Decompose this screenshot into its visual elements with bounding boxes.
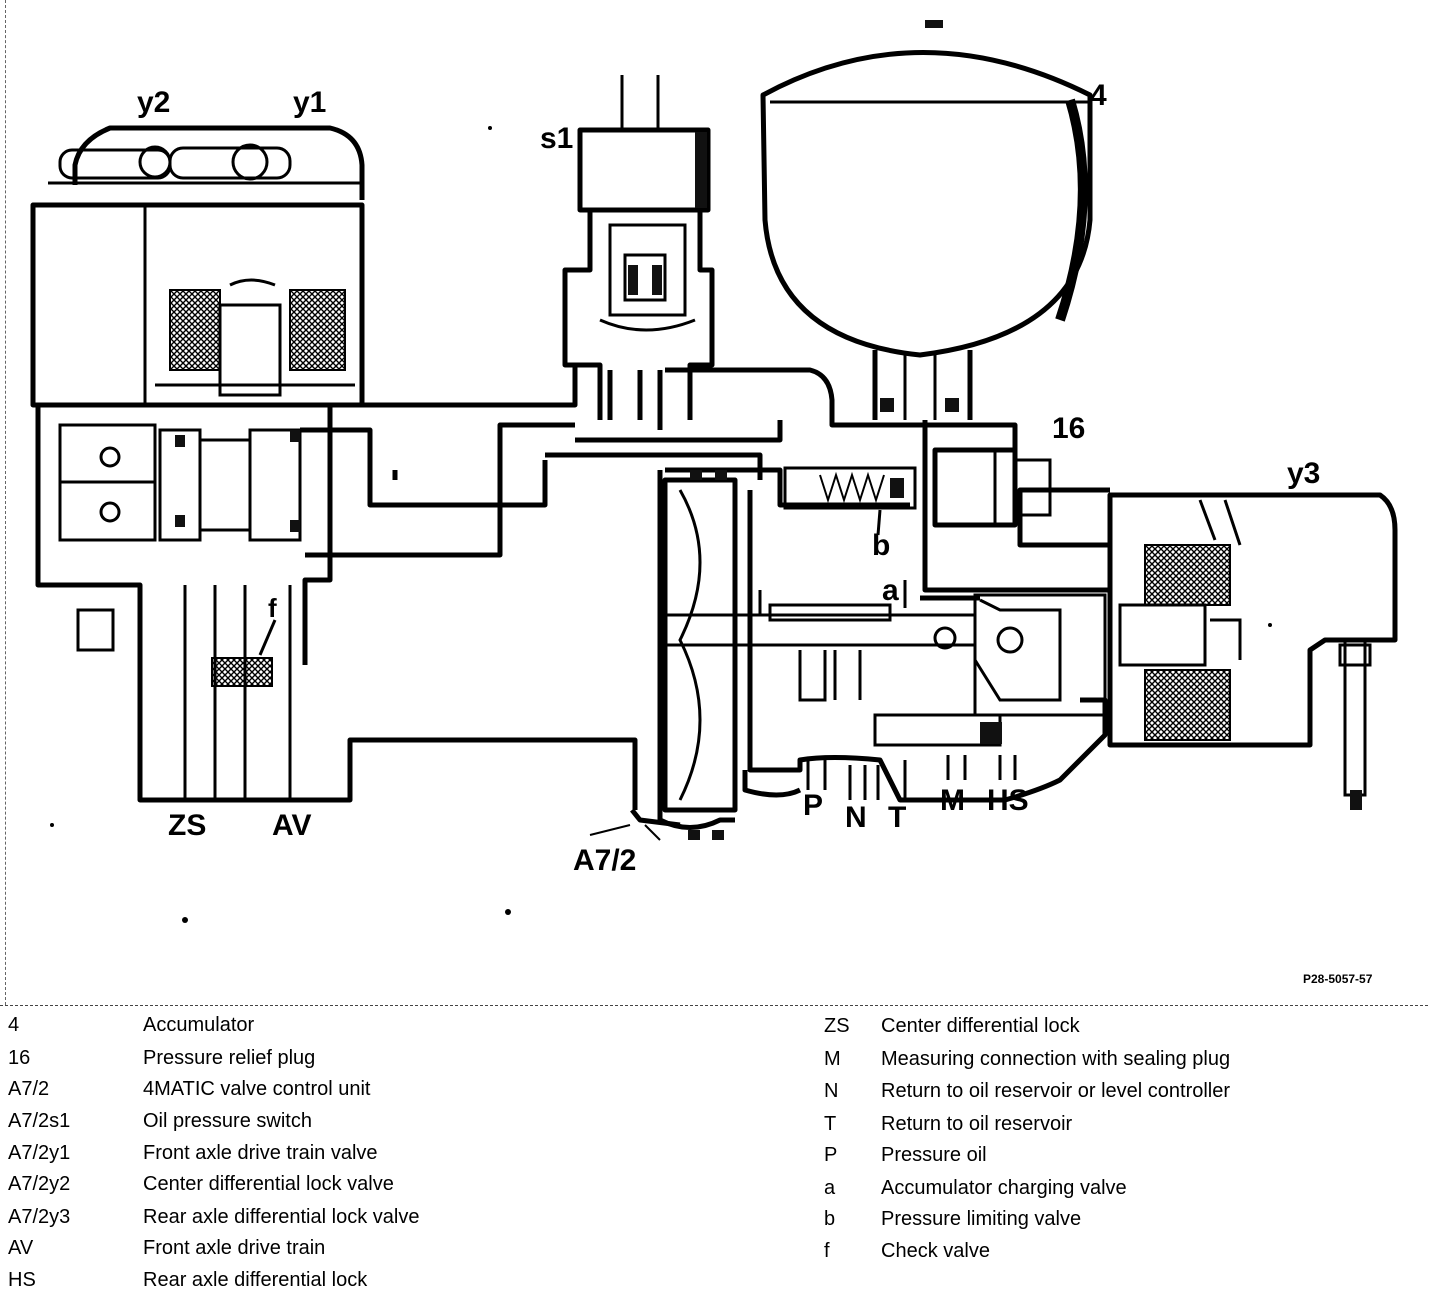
callout-av: AV	[272, 809, 311, 842]
legend-desc: Center differential lock valve	[143, 1173, 394, 1195]
legend-code: 4	[8, 1014, 20, 1036]
callout-y3: y3	[1287, 457, 1320, 490]
callout-y2: y2	[137, 86, 170, 119]
legend-desc: Rear axle differential lock valve	[143, 1206, 420, 1228]
legend-desc: Front axle drive train valve	[143, 1142, 378, 1164]
hydraulic-diagram: y2 y1 s1 4 16 y3 b a f ZS AV P N T M HS …	[30, 20, 1398, 986]
legend-desc: Pressure oil	[881, 1144, 987, 1166]
legend-desc: Return to oil reservoir	[881, 1113, 1073, 1135]
callout-t: T	[888, 801, 906, 834]
callout-p: P	[803, 789, 823, 822]
legend-code: HS	[8, 1269, 36, 1291]
callout-zs: ZS	[168, 809, 206, 842]
callout-b: b	[872, 529, 890, 562]
callout-m: M	[940, 784, 965, 817]
callout-f: f	[268, 593, 277, 623]
legend-code: ZS	[824, 1015, 850, 1037]
left-valve-block	[30, 125, 638, 810]
legend-code: b	[824, 1208, 836, 1230]
legend-desc: Accumulator charging valve	[881, 1177, 1127, 1199]
figure-id: P28-5057-57	[1303, 972, 1373, 986]
legend-code: AV	[8, 1237, 34, 1259]
legend-code: A7/2y2	[8, 1173, 71, 1195]
legend-desc: Pressure limiting valve	[881, 1208, 1082, 1230]
legend-code: A7/2	[8, 1078, 50, 1100]
callout-s1: s1	[540, 122, 573, 155]
legend-code: N	[824, 1080, 839, 1102]
pressure-limiting-valve	[783, 447, 1052, 536]
legend-divider	[0, 1005, 1428, 1006]
legend-desc: Check valve	[881, 1240, 990, 1262]
legend-desc: Pressure relief plug	[143, 1047, 316, 1069]
valve-control-unit	[630, 470, 1108, 840]
legend-desc: Measuring connection with sealing plug	[881, 1048, 1231, 1070]
legend-code: M	[824, 1048, 841, 1070]
legend-code: A7/2s1	[8, 1110, 71, 1132]
legend-code: f	[824, 1240, 830, 1262]
legend-desc: Rear axle differential lock	[143, 1269, 368, 1291]
legend-code: T	[824, 1113, 837, 1135]
callout-4: 4	[1090, 79, 1107, 112]
callout-hs: HS	[987, 784, 1029, 817]
legend-code: P	[824, 1144, 838, 1166]
accumulator	[760, 20, 1093, 420]
figure-left-border	[5, 0, 6, 1005]
callout-a: a	[882, 574, 899, 607]
oil-pressure-switch	[562, 75, 715, 420]
legend-desc: Accumulator	[143, 1014, 255, 1036]
callout-16: 16	[1052, 412, 1085, 445]
legend-desc: Oil pressure switch	[143, 1110, 312, 1132]
legend-desc: Front axle drive train	[143, 1237, 326, 1259]
legend-desc: 4MATIC valve control unit	[143, 1078, 371, 1100]
legend-code: A7/2y3	[8, 1206, 71, 1228]
callout-n: N	[845, 801, 867, 834]
legend-code: 16	[8, 1047, 31, 1069]
legend-desc: Center differential lock	[881, 1015, 1080, 1037]
legend-code: a	[824, 1177, 836, 1199]
port-lines	[589, 755, 1017, 841]
legend: 4 Accumulator 16 Pressure relief plug A7…	[0, 1010, 1440, 1308]
legend-code: A7/2y1	[8, 1142, 71, 1164]
callout-a7-2: A7/2	[573, 844, 636, 877]
callout-y1: y1	[293, 86, 326, 119]
legend-desc: Return to oil reservoir or level control…	[881, 1080, 1231, 1102]
rear-solenoid	[1107, 492, 1398, 810]
